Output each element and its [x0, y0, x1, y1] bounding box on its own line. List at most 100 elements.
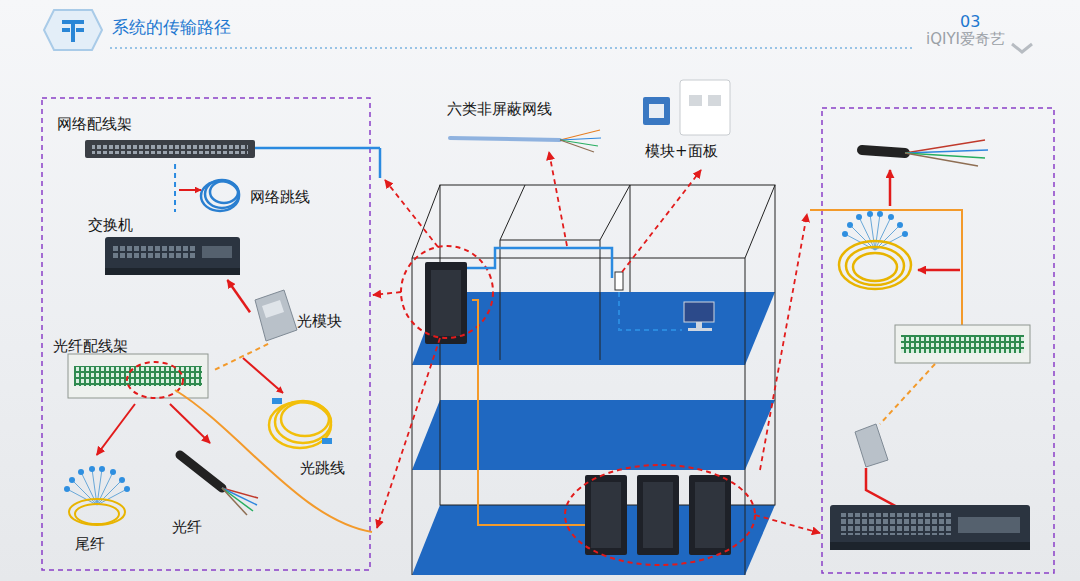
fiber-cable: [180, 455, 258, 515]
computer: [696, 322, 702, 328]
optical-module: [855, 424, 888, 467]
pigtail-tips: [842, 231, 848, 237]
computer: [684, 302, 714, 322]
component-item: 交换机: [85, 212, 245, 280]
pointer-arrow: [373, 152, 820, 533]
switch: [830, 505, 1030, 550]
jack-module: [643, 97, 670, 125]
pigtail-tips: [64, 486, 70, 492]
patch-line: [619, 292, 682, 330]
left-panel: [42, 98, 370, 570]
component-label: 六类非屏蔽网线: [447, 100, 552, 120]
fiber-patch-panel: [895, 325, 1030, 363]
highlight-ring: [401, 246, 493, 338]
fiber-cable: [222, 488, 257, 505]
building-frame: [745, 258, 746, 575]
header-icon: [62, 22, 84, 42]
fiber-patch-panel: [901, 335, 1024, 353]
building-floors: [412, 400, 775, 470]
rack: [425, 262, 467, 344]
component-item: 光纤配线架: [50, 334, 215, 404]
component-label: 尾纤: [75, 535, 105, 555]
faceplate: [680, 80, 730, 135]
highlight-ring: [127, 362, 183, 398]
jack-module: [643, 97, 670, 125]
component-label: 光纤: [172, 518, 202, 538]
fiber-route: [472, 300, 585, 525]
pigtail-tips: [897, 222, 903, 228]
component-label: 光纤配线架: [53, 337, 128, 357]
pointer-arrow: [622, 170, 701, 272]
rack: [431, 270, 461, 336]
cat6-cable: [450, 130, 601, 152]
switch: [202, 246, 232, 258]
watermark: iQIYI爱奇艺: [926, 30, 1005, 49]
pigtail-tips: [89, 466, 95, 472]
component-item: 光模块: [250, 288, 350, 343]
pointer-arrow: [918, 269, 960, 272]
header-icon: [44, 10, 102, 50]
fiber-jumper-coil: [269, 402, 331, 448]
fiber-jumper-coil: [281, 402, 329, 436]
pigtail-tips: [124, 486, 130, 492]
fiber-jumper-plug: [272, 398, 332, 444]
component-item: 网络跳线: [200, 170, 315, 218]
fiber-route: [810, 210, 962, 325]
pigtail-fan: [97, 489, 127, 505]
component-item: 尾纤: [60, 455, 135, 560]
cat6-cable: [560, 140, 598, 146]
cable-line: [379, 148, 382, 178]
pigtail-tips: [64, 466, 130, 492]
building-frame: [440, 185, 775, 505]
pigtail-tips: [902, 231, 908, 237]
building-frame: [745, 185, 775, 258]
optical-module: [255, 290, 297, 341]
cable-line: [255, 147, 380, 150]
pointer-arrow: [243, 358, 283, 393]
header-icon: [44, 10, 102, 50]
pigtail-fan: [870, 214, 875, 250]
component-item: 网络配线架: [52, 114, 262, 164]
component-label: 光跳线: [300, 459, 345, 479]
pigtail-tips: [888, 214, 894, 220]
component-label: 交换机: [88, 216, 133, 236]
racks: [591, 482, 621, 548]
pigtail-fan: [875, 217, 891, 250]
pigtail-coil: [69, 499, 125, 525]
pigtail-tips: [856, 214, 862, 220]
switch: [958, 517, 1020, 533]
component-label: 网络跳线: [250, 188, 310, 208]
component-item: 光跳线: [265, 388, 365, 481]
pigtail-tips: [69, 477, 75, 483]
optical-module: [262, 300, 284, 318]
patch-line: [880, 364, 935, 424]
pointer-arrow: [385, 180, 438, 247]
building-frame: [500, 240, 600, 360]
pointer-arrow: [373, 292, 401, 295]
patch-panel: [85, 140, 255, 158]
computer: [688, 328, 712, 331]
patch-panel: [85, 140, 255, 158]
pointer-arrow: [760, 214, 807, 470]
pigtail-coil: [839, 241, 911, 289]
cat6-cable: [560, 130, 600, 140]
pigtail-tips: [78, 469, 84, 475]
connector: [227, 280, 250, 312]
connector: [215, 343, 270, 370]
fiber-patch-panel: [895, 325, 1030, 363]
fiber-jumper-coil: [275, 401, 331, 443]
component-item: 光纤: [165, 443, 265, 543]
building-frame: [630, 185, 631, 292]
fiber-cable: [862, 140, 988, 166]
pigtail-coil: [846, 247, 904, 285]
switch: [830, 505, 1030, 550]
pigtail-tips: [842, 211, 908, 237]
header-rule: [110, 47, 915, 49]
header-chevron: [1012, 44, 1032, 52]
fiber-jumper-coil: [269, 401, 331, 448]
building-frame: [412, 185, 440, 258]
switch: [112, 244, 196, 260]
component-label: 网络配线架: [57, 115, 132, 135]
